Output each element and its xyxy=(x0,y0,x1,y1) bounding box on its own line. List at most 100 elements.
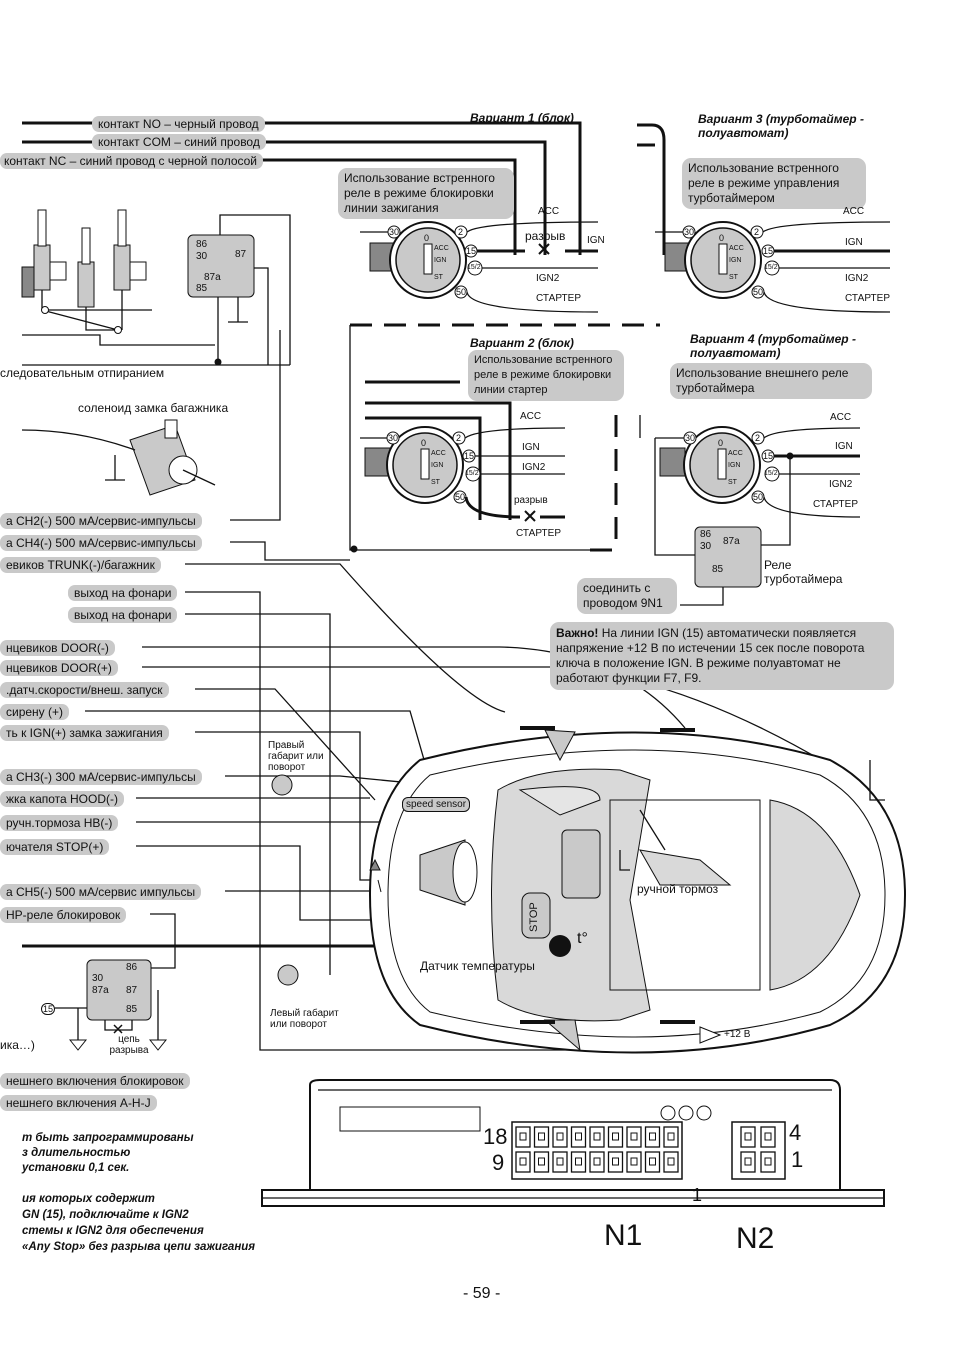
v3-wire-acc xyxy=(762,221,891,233)
connector-pin-socket xyxy=(593,1132,601,1141)
label-lights-2: выход на фонари xyxy=(68,607,178,623)
v4-ign2: IGN2 xyxy=(829,479,853,490)
label-hb: ручн.тормоза HB(-) xyxy=(0,815,119,831)
plus12-arrow xyxy=(699,1026,722,1044)
v1-break: разрыв xyxy=(525,229,566,243)
label-ch2: а CH2(-) 500 мА/сервис-импульсы xyxy=(0,513,202,529)
label-stop: ючателя STOP(+) xyxy=(0,839,110,855)
v1-wire-acc xyxy=(466,221,599,233)
v2-pin50: 50 xyxy=(455,492,466,502)
v4-pos0: 0 xyxy=(718,438,724,448)
left-marker-lamp xyxy=(277,964,299,986)
solenoid-wire xyxy=(21,429,136,451)
label-handbrake: ручной тормоз xyxy=(637,882,719,896)
v2-pin15: 15 xyxy=(464,451,475,461)
v1-wire-starter xyxy=(466,291,599,313)
v2-st-pos: ST xyxy=(431,479,440,486)
module-in-car xyxy=(561,829,601,899)
label-ch3: а CH3(-) 300 мА/сервис-импульсы xyxy=(0,769,202,785)
v4-pin50: 50 xyxy=(753,492,764,502)
lower-relay-85: 85 xyxy=(126,1004,138,1015)
label-door-plus: нцевиков DOOR(+) xyxy=(0,660,118,676)
v2-break-mark xyxy=(524,510,536,522)
v2-break: разрыв xyxy=(514,495,548,506)
connector-n1-label: N1 xyxy=(604,1219,643,1252)
v3-pin15: 15 xyxy=(763,246,774,256)
label-right-marker: Правый габарит или поворот xyxy=(268,740,324,773)
v3-ign-pos: IGN xyxy=(729,257,742,264)
v1-starter: СТАРТЕР xyxy=(536,293,582,304)
door-relay-85: 85 xyxy=(196,283,208,294)
connector-pin-18: 18 xyxy=(483,1124,508,1149)
wire-v2-b xyxy=(365,416,482,520)
lower-relay-86: 86 xyxy=(126,962,138,973)
siren xyxy=(419,839,478,906)
handbrake xyxy=(619,809,732,886)
connector-pins xyxy=(515,1126,776,1173)
v3-pos0: 0 xyxy=(719,233,725,243)
v4-relay-87a: 87a xyxy=(723,536,740,547)
v2-starter: СТАРТЕР xyxy=(516,528,562,539)
lock-actuators xyxy=(21,209,147,308)
connector-pin-socket xyxy=(667,1132,675,1141)
connector-pin-socket xyxy=(519,1157,527,1166)
connector-pin-socket xyxy=(556,1132,564,1141)
connector-pin-1-right: 1 xyxy=(791,1147,804,1172)
relay-turbotimer xyxy=(694,526,762,588)
v4-acc-pos: ACC xyxy=(728,450,743,457)
label-stop-switch: STOP xyxy=(528,902,540,932)
lower-relay-30: 30 xyxy=(92,973,104,984)
v2-acc-pos: ACC xyxy=(431,450,446,457)
connector-n2-label: N2 xyxy=(736,1222,775,1255)
wire-ch2 xyxy=(230,330,281,521)
variant3-title: Вариант 3 (турботаймер - полуавтомат) xyxy=(698,112,864,140)
label-wire-nc: контакт NC – синий провод с черной полос… xyxy=(0,153,264,169)
relay-wires-upper xyxy=(217,214,291,365)
v2-ign-pos: IGN xyxy=(431,462,444,469)
v2-pin152: 15/2 xyxy=(465,470,479,477)
terminal xyxy=(41,306,49,314)
wire-trunk xyxy=(185,563,506,713)
temperature-sensor-dot xyxy=(549,935,571,957)
note-line-7: «Any Stop» без разрыва цепи зажигания xyxy=(22,1241,256,1253)
connector-pin-socket xyxy=(744,1132,752,1141)
ground-triangles xyxy=(68,1039,168,1051)
trunk-pin xyxy=(869,760,885,801)
variant4-title: Вариант 4 (турботаймер - полуавтомат) xyxy=(690,332,856,360)
v1-acc: ACC xyxy=(538,206,560,217)
v2-pin30: 30 xyxy=(388,433,399,443)
relay-lower-wires xyxy=(55,990,159,1040)
connector-pin-4: 4 xyxy=(789,1120,802,1145)
variant2-desc: Использование встренного реле в режиме б… xyxy=(468,350,624,401)
connector-pin-socket xyxy=(612,1157,619,1166)
v4-relay-label: Реле турботаймера xyxy=(764,558,843,586)
connector-pin-socket xyxy=(556,1157,564,1166)
label-speed: .датч.скорости/внеш. запуск xyxy=(0,682,169,698)
label-door-minus: нцевиков DOOR(-) xyxy=(0,640,115,656)
door-relay-30: 30 xyxy=(196,251,208,262)
label-trunk: евиков TRUNK(-)/багажник xyxy=(0,557,161,573)
cut-mark xyxy=(113,1024,123,1034)
connector-pin-socket xyxy=(649,1157,656,1166)
connector-pin-socket xyxy=(649,1132,656,1141)
v3-pin50: 50 xyxy=(753,287,764,297)
lower-relay-cut: цепь разрыва xyxy=(109,1034,149,1056)
connector-pin-socket xyxy=(612,1132,619,1141)
trunk-solenoid xyxy=(105,419,216,496)
wire-ign-switch xyxy=(195,731,378,881)
v2-pos0: 0 xyxy=(421,438,427,448)
label-plus12: +12 В xyxy=(724,1029,751,1040)
label-siren: сирену (+) xyxy=(0,704,70,720)
note-line-5: GN (15), подключайте к IGN2 xyxy=(22,1209,189,1221)
connector-pin-socket xyxy=(744,1157,752,1166)
hood-switch xyxy=(369,858,382,893)
connector-pin-socket xyxy=(764,1157,772,1166)
connector-pin-1-bottom: 1 xyxy=(692,1185,703,1205)
relay-door-locks xyxy=(187,234,255,298)
v1-ign-pos: IGN xyxy=(434,257,447,264)
page-number: - 59 - xyxy=(463,1285,501,1302)
v3-pin152: 15/2 xyxy=(764,264,778,271)
junction-dot xyxy=(350,545,358,553)
v4-connect-note: соединить с проводом 9N1 xyxy=(577,578,677,614)
